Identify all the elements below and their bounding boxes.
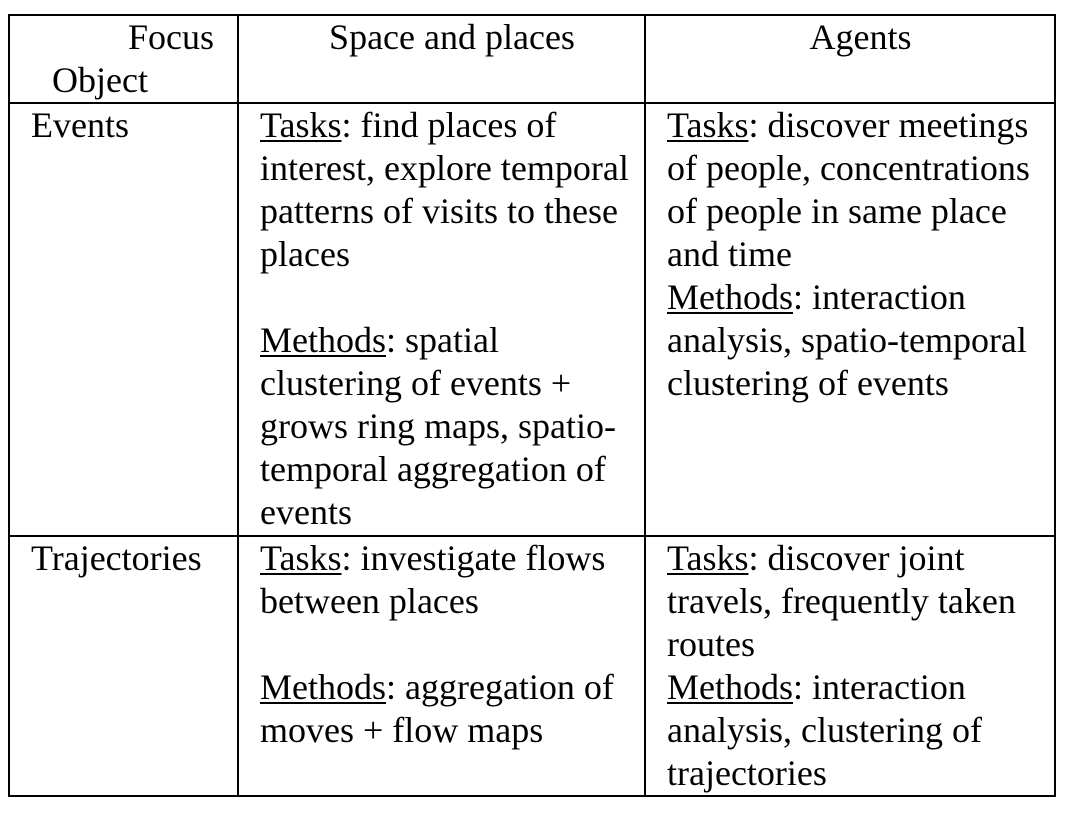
methods-label: Methods	[667, 667, 793, 707]
corner-header-focus: Focus	[127, 17, 214, 57]
tasks-text: : investigate flows between places	[260, 538, 606, 621]
methods-label: Methods	[667, 277, 793, 317]
tasks-text: : discover meetings of people, concentra…	[667, 105, 1030, 274]
tasks-text: : find places of interest, explore tempo…	[260, 105, 629, 274]
tasks-label: Tasks	[260, 105, 342, 145]
column-header-agents: Agents	[644, 14, 1056, 104]
methods-paragraph: Methods: spatial clustering of events + …	[260, 319, 643, 534]
methods-label: Methods	[260, 320, 386, 360]
cell-trajectories-agents: Tasks: discover joint travels, frequentl…	[644, 535, 1056, 797]
focus-object-table: Focus Object Space and places Agents Eve…	[8, 14, 1056, 797]
row-label-events: Events	[8, 102, 239, 537]
tasks-label: Tasks	[260, 538, 342, 578]
tasks-paragraph: Tasks: find places of interest, explore …	[260, 105, 643, 276]
methods-text: : interaction analysis, clustering of tr…	[667, 667, 982, 793]
tasks-text: : discover joint travels, frequently tak…	[667, 538, 1016, 664]
methods-text: : interaction analysis, spatio-temporal …	[667, 277, 1027, 403]
tasks-paragraph: Tasks: discover meetings of people, conc…	[667, 105, 1053, 276]
corner-header-cell: Focus Object	[8, 14, 239, 104]
methods-paragraph: Methods: interaction analysis, spatio-te…	[667, 276, 1053, 405]
methods-paragraph: Methods: interaction analysis, clusterin…	[667, 666, 1053, 794]
corner-header-object: Object	[52, 60, 148, 100]
table-row-events: Events Tasks: find places of interest, e…	[8, 102, 1056, 537]
tasks-label: Tasks	[667, 538, 749, 578]
cell-trajectories-space-and-places: Tasks: investigate flows between places …	[237, 535, 646, 797]
header-row: Focus Object Space and places Agents	[8, 14, 1056, 104]
tasks-paragraph: Tasks: discover joint travels, frequentl…	[667, 538, 1053, 666]
tasks-paragraph: Tasks: investigate flows between places	[260, 538, 643, 623]
paragraph-spacer	[260, 623, 643, 666]
methods-paragraph: Methods: aggregation of moves + flow map…	[260, 666, 643, 752]
methods-text: : aggregation of moves + flow maps	[260, 667, 614, 750]
cell-events-space-and-places: Tasks: find places of interest, explore …	[237, 102, 646, 537]
paragraph-spacer	[260, 276, 643, 319]
methods-text: : spatial clustering of events + grows r…	[260, 320, 616, 532]
table-row-trajectories: Trajectories Tasks: investigate flows be…	[8, 535, 1056, 797]
column-header-space-and-places: Space and places	[237, 14, 646, 104]
row-label-trajectories: Trajectories	[8, 535, 239, 797]
tasks-label: Tasks	[667, 105, 749, 145]
cell-events-agents: Tasks: discover meetings of people, conc…	[644, 102, 1056, 537]
methods-label: Methods	[260, 667, 386, 707]
